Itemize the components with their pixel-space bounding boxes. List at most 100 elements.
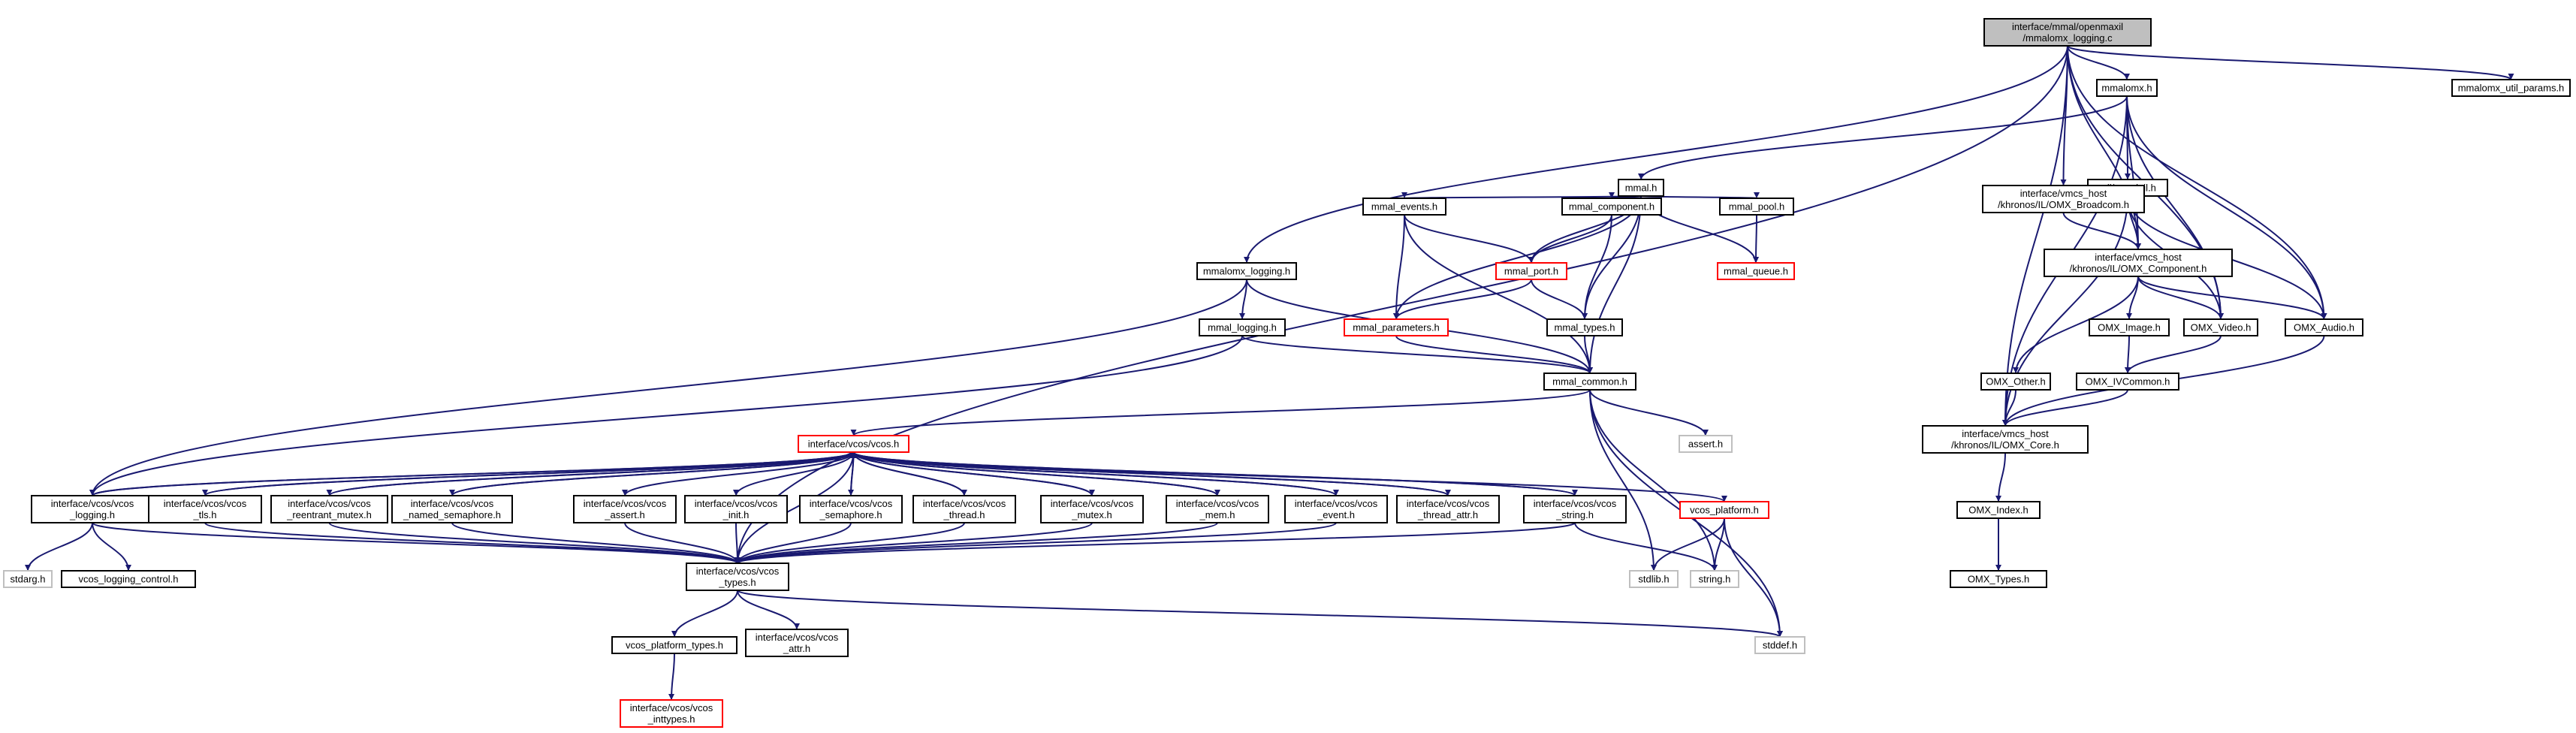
node-omx_audio[interactable]: OMX_Audio.h <box>2285 318 2363 336</box>
include-edge <box>734 522 852 564</box>
node-box <box>3 570 53 588</box>
node-label: mmal_parameters.h <box>1353 322 1440 333</box>
node-label: stdarg.h <box>11 574 46 585</box>
edge-vcos_named_semaphore-to-vcos_types <box>451 522 741 564</box>
node-mmal_types[interactable]: mmal_types.h <box>1546 318 1623 336</box>
node-mmal_logging[interactable]: mmal_logging.h <box>1199 318 1286 336</box>
include-edge <box>1582 214 1612 320</box>
node-vcos_h[interactable]: interface/vcos/vcos.h <box>798 435 909 453</box>
edge-vcos_types-to-vcos_platform_types <box>671 590 738 638</box>
include-edge <box>850 451 1576 496</box>
node-omx_types[interactable]: OMX_Types.h <box>1950 570 2047 588</box>
node-mmal_common[interactable]: mmal_common.h <box>1543 373 1636 391</box>
node-vcos_thread[interactable]: interface/vcos/vcos_thread.h <box>912 495 1016 523</box>
node-vcos_event[interactable]: interface/vcos/vcos_event.h <box>1284 495 1388 523</box>
include-edge <box>671 590 738 638</box>
node-vcos_mutex[interactable]: interface/vcos/vcos_mutex.h <box>1040 495 1144 523</box>
node-label: interface/vcos/vcos <box>584 498 667 509</box>
node-label: /khronos/IL/OMX_Broadcom.h <box>1998 199 2129 210</box>
node-box <box>148 495 262 523</box>
edge-vcos_types-to-vcos_attr <box>737 590 800 630</box>
edge-vcos_types-to-stddef_h <box>737 590 1783 638</box>
include-edge <box>1241 335 1593 374</box>
node-omx_image[interactable]: OMX_Image.h <box>2089 318 2170 336</box>
node-vcos_init[interactable]: interface/vcos/vcos_init.h <box>684 495 788 523</box>
include-edge <box>92 522 131 572</box>
node-omx_core[interactable]: interface/vmcs_host/khronos/IL/OMX_Core.… <box>1922 425 2089 454</box>
include-edge <box>2125 335 2222 374</box>
node-omx_broadcom[interactable]: interface/vmcs_host/khronos/IL/OMX_Broad… <box>1982 185 2145 213</box>
node-vcos_platform_types[interactable]: vcos_platform_types.h <box>611 636 738 654</box>
node-root[interactable]: interface/mmal/openmaxil/mmalomx_logging… <box>1983 18 2152 47</box>
node-mmal_parameters[interactable]: mmal_parameters.h <box>1344 318 1449 336</box>
include-edge <box>2126 95 2327 320</box>
include-edge <box>92 522 741 564</box>
node-label: mmalomx_util_params.h <box>2458 83 2565 94</box>
node-mmal_queue[interactable]: mmal_queue.h <box>1717 262 1795 280</box>
edge-mmal_h-to-mmal_common <box>1587 195 1642 374</box>
node-box <box>745 629 849 657</box>
node-vcos_logging[interactable]: interface/vcos/vcos_logging.h <box>31 495 154 523</box>
edge-mmal_common-to-assert_h <box>1589 389 1709 436</box>
node-mmal_component[interactable]: mmal_component.h <box>1561 198 1662 216</box>
edge-vcos_string-to-string_h <box>1574 522 1718 572</box>
node-mmal_h[interactable]: mmal.h <box>1618 179 1664 197</box>
node-label: interface/vcos/vcos <box>51 498 134 509</box>
node-mmal_events[interactable]: mmal_events.h <box>1362 198 1446 216</box>
node-mmal_pool[interactable]: mmal_pool.h <box>1719 198 1794 216</box>
node-label: mmal_common.h <box>1552 376 1627 388</box>
node-omx_other[interactable]: OMX_Other.h <box>1980 373 2051 391</box>
node-label: OMX_Other.h <box>1986 376 2045 388</box>
node-omx_ivcommon[interactable]: OMX_IVCommon.h <box>2076 373 2179 391</box>
node-omx_component[interactable]: interface/vmcs_host/khronos/IL/OMX_Compo… <box>2044 249 2233 277</box>
node-label: interface/vcos/vcos <box>810 498 893 509</box>
node-omx_video[interactable]: OMX_Video.h <box>2183 318 2258 336</box>
node-box <box>686 563 789 591</box>
node-box <box>1980 373 2051 391</box>
node-mmalomx_h[interactable]: mmalomx.h <box>2096 79 2158 97</box>
node-vcos_named_semaphore[interactable]: interface/vcos/vcos_named_semaphore.h <box>391 495 513 523</box>
node-box <box>611 636 738 654</box>
include-edge <box>1753 214 1760 264</box>
node-vcos_semaphore[interactable]: interface/vcos/vcos_semaphore.h <box>799 495 903 523</box>
node-vcos_attr[interactable]: interface/vcos/vcos_attr.h <box>745 629 849 657</box>
node-label: interface/vcos/vcos <box>164 498 247 509</box>
node-label: mmal_pool.h <box>1729 201 1784 213</box>
node-box <box>2076 373 2179 391</box>
node-mmalomx_util_params[interactable]: mmalomx_util_params.h <box>2451 79 2571 97</box>
edge-omx_component-to-omx_audio <box>2137 276 2327 320</box>
node-box <box>1717 262 1795 280</box>
edge-root-to-mmalomx_logging <box>1244 45 2068 264</box>
node-vcos_logging_control[interactable]: vcos_logging_control.h <box>61 570 196 588</box>
node-mmal_port[interactable]: mmal_port.h <box>1495 262 1567 280</box>
node-box <box>1546 318 1623 336</box>
node-label: mmal.h <box>1625 182 1658 194</box>
edge-root-to-mmalomx_h <box>2067 45 2130 80</box>
node-omx_index[interactable]: OMX_Index.h <box>1956 501 2041 519</box>
node-vcos_types[interactable]: interface/vcos/vcos_types.h <box>686 563 789 591</box>
include-edge <box>1712 517 1725 572</box>
node-vcos_mem[interactable]: interface/vcos/vcos_mem.h <box>1166 495 1269 523</box>
edge-vcos_h-to-vcos_types <box>734 451 855 564</box>
node-box <box>1983 18 2152 47</box>
node-label: _tls.h <box>192 509 216 520</box>
edge-mmalomx_logging-to-vcos_logging <box>89 279 1247 496</box>
node-vcos_tls[interactable]: interface/vcos/vcos_tls.h <box>148 495 262 523</box>
node-vcos_assert[interactable]: interface/vcos/vcos_assert.h <box>573 495 677 523</box>
include-edge <box>1395 335 1593 374</box>
node-vcos_platform[interactable]: vcos_platform.h <box>1679 501 1769 519</box>
node-label: mmal_queue.h <box>1724 266 1788 277</box>
node-vcos_string[interactable]: interface/vcos/vcos_string.h <box>1523 495 1627 523</box>
node-vcos_inttypes[interactable]: interface/vcos/vcos_inttypes.h <box>620 699 723 728</box>
node-label: _thread.h <box>943 509 985 520</box>
node-mmalomx_logging[interactable]: mmalomx_logging.h <box>1196 262 1297 280</box>
include-edge <box>850 451 965 496</box>
node-vcos_reentrant_mutex[interactable]: interface/vcos/vcos_reentrant_mutex.h <box>270 495 388 523</box>
include-edge <box>2126 95 2224 320</box>
edge-omx_ivcommon-to-omx_core <box>2002 389 2128 427</box>
include-edge <box>1638 95 2128 180</box>
node-label: OMX_Types.h <box>1968 574 2029 585</box>
node-label: interface/vmcs_host <box>1962 428 2049 439</box>
node-vcos_thread_attr[interactable]: interface/vcos/vcos_thread_attr.h <box>1396 495 1500 523</box>
node-box <box>1950 570 2047 588</box>
